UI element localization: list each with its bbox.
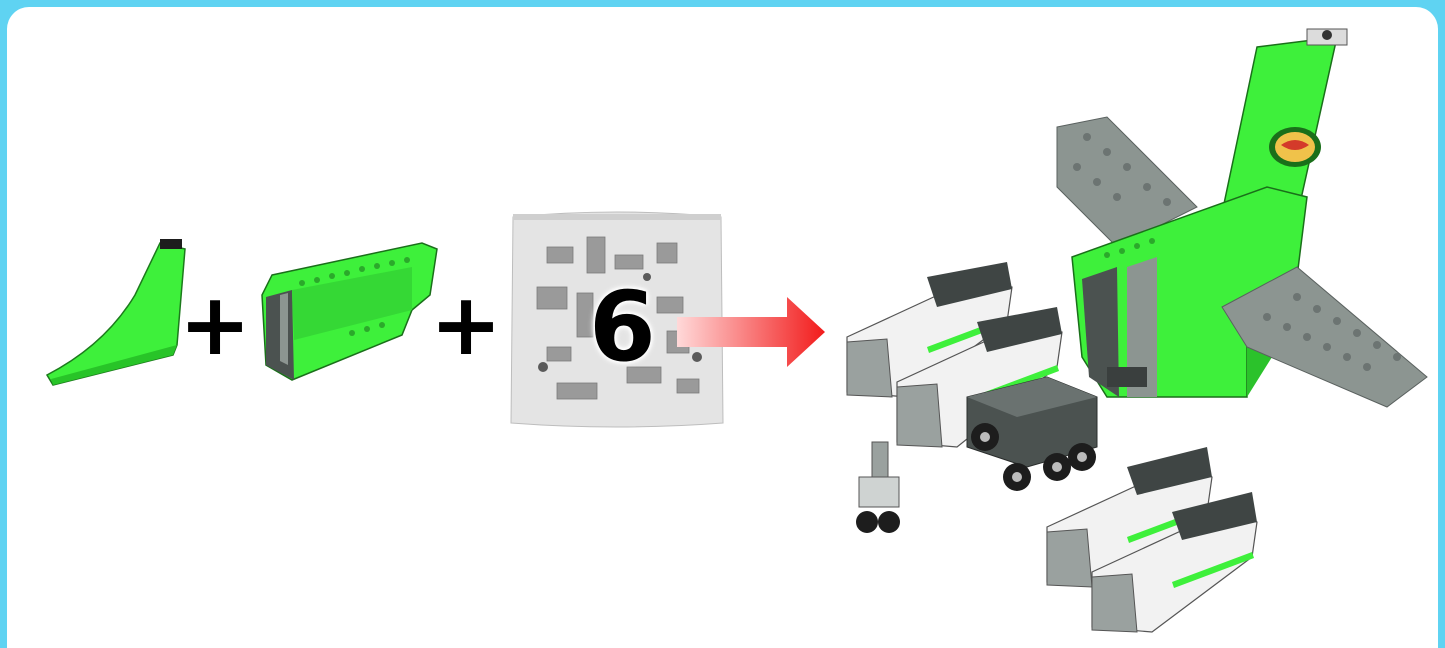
airplane-assembly-icon [827,17,1437,642]
bag-number: 6 [589,279,656,375]
tail-section-icon [252,235,452,390]
plus-sign-2: + [430,282,502,368]
plus-sign-1: + [179,282,251,368]
instruction-panel: + + [7,7,1438,648]
tail-fin-icon [45,235,195,395]
arrow-right-icon [677,295,832,369]
